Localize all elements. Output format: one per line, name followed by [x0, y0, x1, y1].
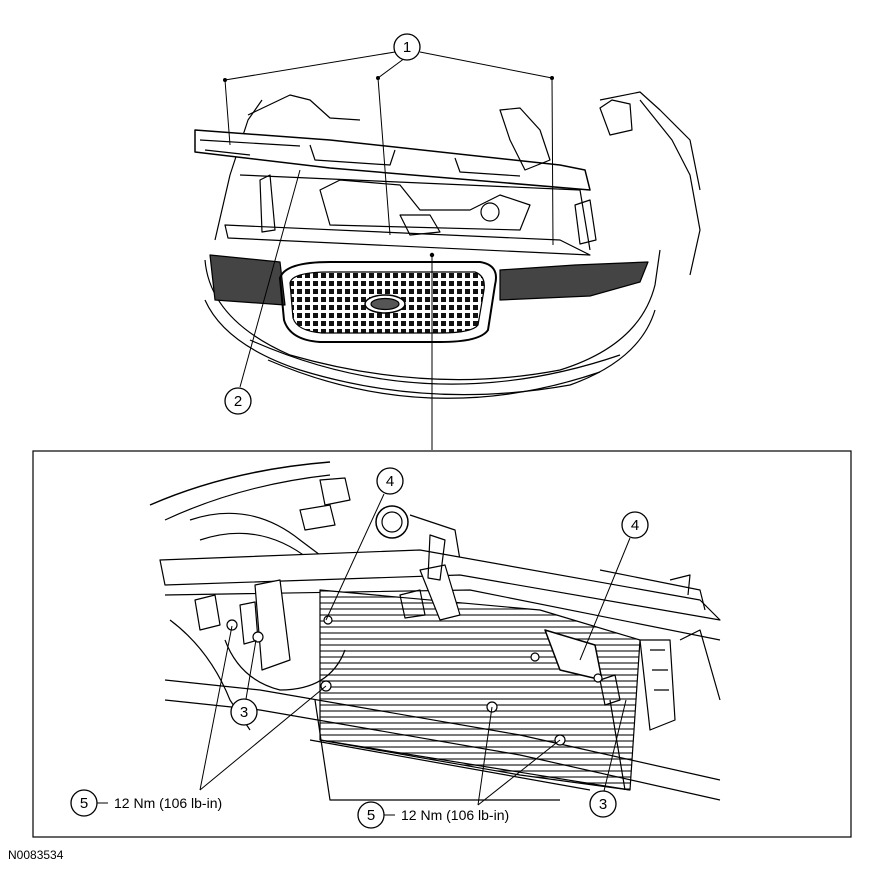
torque-spec-right: 12 Nm (106 lb-in): [401, 807, 509, 823]
callout-4-right: 4: [579, 511, 649, 661]
vehicle-front-illustration: [194, 91, 701, 399]
callout-5-left-label: 5: [80, 795, 88, 812]
callout-1-label: 1: [403, 39, 411, 56]
callout-3-right: 3: [589, 699, 627, 818]
callout-3-left: 3: [230, 639, 258, 726]
callout-5-right: 5 12 Nm (106 lb-in): [357, 706, 561, 829]
callout-5-left: 5 12 Nm (106 lb-in): [70, 625, 327, 817]
detail-leader: [429, 252, 435, 450]
callout-5-right-label: 5: [367, 807, 375, 824]
callout-4-left-label: 4: [386, 473, 394, 490]
callout-3-right-label: 3: [599, 796, 607, 813]
callout-4-right-label: 4: [631, 517, 639, 534]
callout-3-left-label: 3: [240, 704, 248, 721]
torque-spec-left: 12 Nm (106 lb-in): [114, 795, 222, 811]
callout-1: 1: [223, 33, 554, 246]
callout-4-left: 4: [325, 467, 404, 621]
callout-2-label: 2: [234, 393, 242, 410]
callout-2: 2: [224, 169, 301, 415]
figure-id: N0083534: [8, 848, 64, 862]
